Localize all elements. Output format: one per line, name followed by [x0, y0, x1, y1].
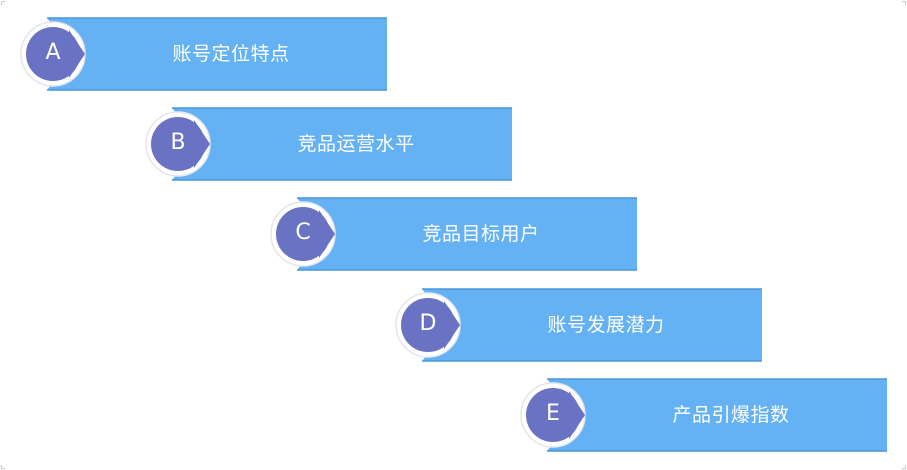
- step-c-label: 竞品目标用户: [422, 223, 540, 245]
- step-b-shape: [145, 107, 512, 181]
- step-c-letter: C: [295, 220, 311, 245]
- step-a-label: 账号定位特点: [172, 43, 290, 65]
- step-d: D 账号发展潜力: [395, 287, 762, 363]
- step-e-label: 产品引爆指数: [672, 404, 790, 426]
- step-c: C 竞品目标用户: [270, 196, 637, 272]
- step-a: A 账号定位特点: [20, 16, 387, 92]
- step-d-label: 账号发展潜力: [547, 314, 665, 336]
- frame-corner: [1, 1, 5, 5]
- frame-corner: [902, 465, 906, 469]
- step-b: B 竞品运营水平: [145, 106, 512, 182]
- frame-corner: [1, 465, 5, 469]
- frame-corner: [902, 1, 906, 5]
- step-a-letter: A: [45, 40, 61, 65]
- step-d-letter: D: [419, 311, 437, 336]
- step-b-letter: B: [170, 130, 186, 155]
- step-d-shape: [395, 288, 762, 362]
- step-e-letter: E: [546, 401, 560, 426]
- step-a-shape: [20, 17, 387, 91]
- step-c-shape: [270, 197, 637, 271]
- step-e-shape: [520, 378, 887, 452]
- step-e: E 产品引爆指数: [520, 377, 887, 453]
- step-b-label: 竞品运营水平: [297, 133, 415, 155]
